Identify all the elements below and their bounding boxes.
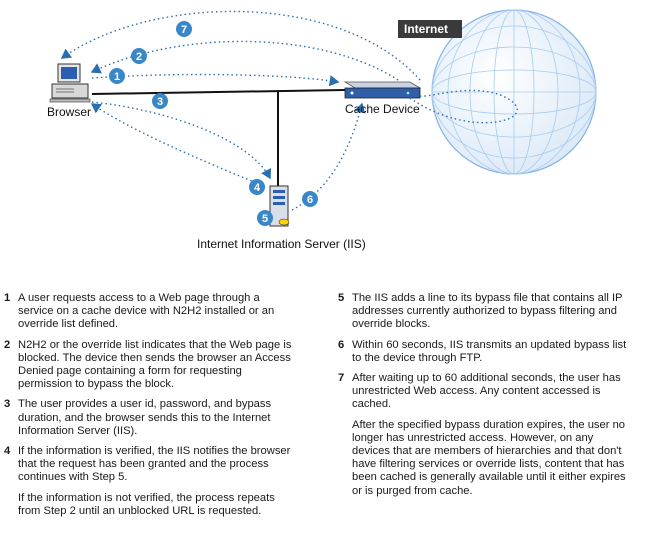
browser-label: Browser <box>47 105 92 119</box>
step-7: 7 After waiting up to 60 additional seco… <box>338 372 628 498</box>
step-text: Within 60 seconds, IIS transmits an upda… <box>352 338 627 364</box>
step-extra-text: After the specified bypass duration expi… <box>352 418 626 497</box>
iis-label: Internet Information Server (IIS) <box>197 237 366 251</box>
step-number: 1 <box>4 292 11 304</box>
badge-7: 7 <box>176 21 192 37</box>
step-number: 3 <box>4 398 11 411</box>
step-6: 6 Within 60 seconds, IIS transmits an up… <box>338 339 628 365</box>
steps-right-column: 5 The IIS adds a line to its bypass file… <box>338 292 628 505</box>
svg-text:5: 5 <box>262 213 268 225</box>
arrow-step-1 <box>91 73 340 87</box>
svg-text:1: 1 <box>114 71 120 83</box>
svg-text:3: 3 <box>157 96 163 108</box>
svg-text:6: 6 <box>307 194 313 206</box>
network-diagram: 1 2 3 4 5 6 7 <box>49 9 597 227</box>
step-1: 1 A user requests access to a Web page t… <box>4 292 294 332</box>
badge-2: 2 <box>131 48 147 64</box>
arrow-step-3 <box>91 101 272 180</box>
step-text: The IIS adds a line to its bypass file t… <box>352 292 623 331</box>
internet-globe-icon <box>431 9 597 175</box>
step-text: A user requests access to a Web page thr… <box>18 292 275 331</box>
step-extra-text: If the information is not verified, the … <box>18 491 275 517</box>
arrow-step-4 <box>90 103 265 187</box>
step-5: 5 The IIS adds a line to its bypass file… <box>338 292 628 332</box>
step-badges: 1 2 3 4 5 6 7 <box>109 21 318 226</box>
step-2: 2 N2H2 or the override list indicates th… <box>4 339 294 392</box>
arrow-step-6 <box>291 102 366 211</box>
step-number: 7 <box>338 372 345 385</box>
step-4: 4 If the information is verified, the II… <box>4 445 294 518</box>
internet-label: Internet <box>398 20 462 38</box>
cache-device-icon <box>343 81 422 99</box>
badge-1: 1 <box>109 68 125 84</box>
step-number: 2 <box>4 338 11 351</box>
badge-3: 3 <box>152 93 168 109</box>
svg-text:7: 7 <box>181 24 187 36</box>
step-3: 3 The user provides a user id, password,… <box>4 398 294 438</box>
step-number: 4 <box>4 445 11 458</box>
step-text: N2H2 or the override list indicates that… <box>18 338 292 391</box>
arrow-step-7 <box>60 10 421 81</box>
step-text: If the information is verified, the IIS … <box>18 445 291 484</box>
step-text: After waiting up to 60 additional second… <box>352 372 621 411</box>
badge-6: 6 <box>302 191 318 207</box>
step-number: 6 <box>338 338 345 351</box>
badge-5: 5 <box>257 210 273 226</box>
badge-4: 4 <box>249 179 265 195</box>
steps-left-column: 1 A user requests access to a Web page t… <box>4 292 294 525</box>
cache-device-label: Cache Device <box>345 102 420 116</box>
browser-computer-icon <box>49 63 91 103</box>
svg-text:4: 4 <box>254 182 261 194</box>
svg-text:2: 2 <box>136 51 142 63</box>
iis-server-icon <box>269 185 290 227</box>
step-number: 5 <box>338 292 345 304</box>
step-text: The user provides a user id, password, a… <box>18 398 272 437</box>
network-line <box>91 89 346 95</box>
